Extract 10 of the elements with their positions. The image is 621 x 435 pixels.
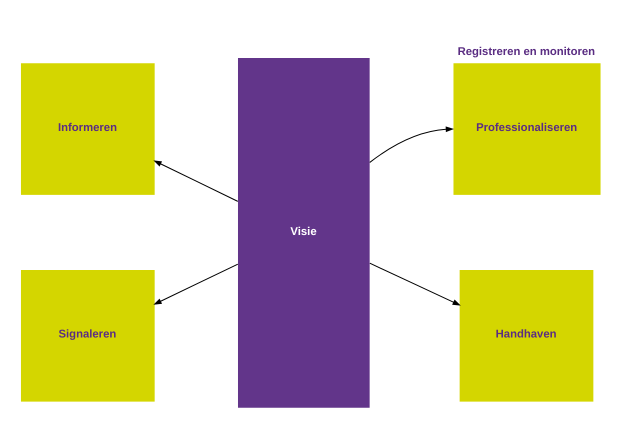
arrow bbox=[369, 126, 454, 162]
node-box: Visie bbox=[238, 58, 370, 408]
node-box: Handhaven bbox=[460, 269, 594, 402]
node-label: Registreren en monitoren bbox=[458, 45, 596, 58]
arrow bbox=[153, 160, 238, 202]
arrow bbox=[370, 262, 461, 306]
node-box: Informeren bbox=[20, 62, 155, 194]
node-box: Professionaliseren bbox=[453, 62, 601, 194]
arrow bbox=[153, 263, 238, 304]
node-box: Signaleren bbox=[20, 269, 155, 402]
